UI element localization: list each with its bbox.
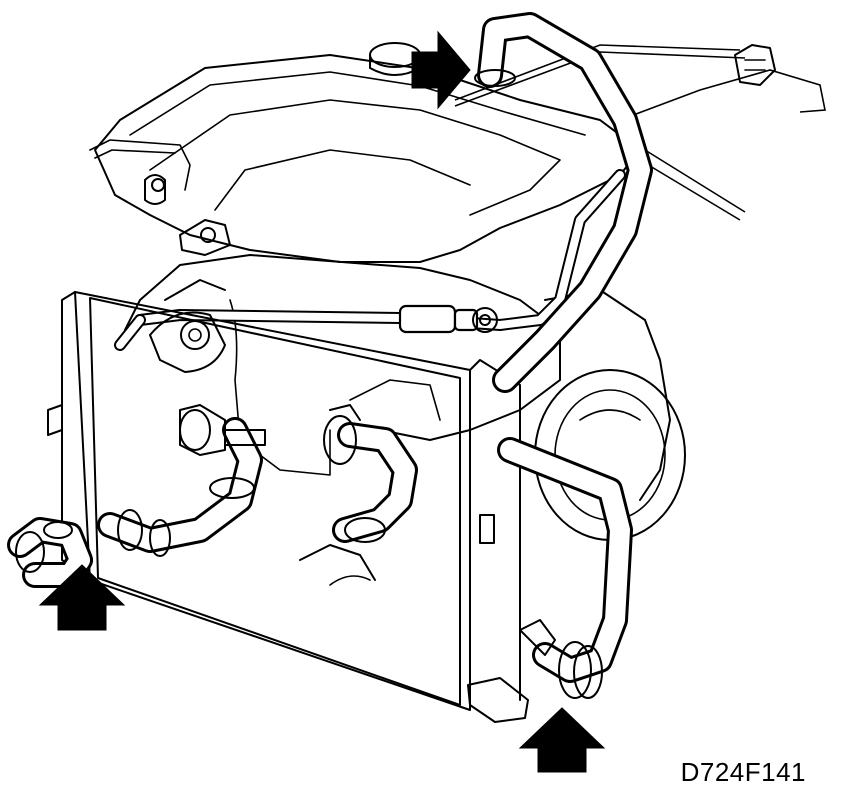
left-hose-assembly [97, 404, 266, 557]
upper-radiator-hose [474, 12, 653, 393]
arrow-top-hose-connection [411, 30, 471, 110]
coolant-metal-pipe [114, 169, 626, 351]
wiring-harness [89, 44, 826, 221]
figure-reference-code: D724F141 [680, 757, 806, 787]
radiator [47, 291, 529, 723]
lower-radiator-hose [497, 437, 633, 699]
center-engine-hose [323, 404, 418, 543]
arrow-radiator-bottom-hose [518, 707, 606, 773]
thermostat-housing [149, 279, 226, 373]
arrow-radiator-left-outlet [38, 564, 126, 631]
radiator-left-outlet-hose [7, 517, 93, 588]
